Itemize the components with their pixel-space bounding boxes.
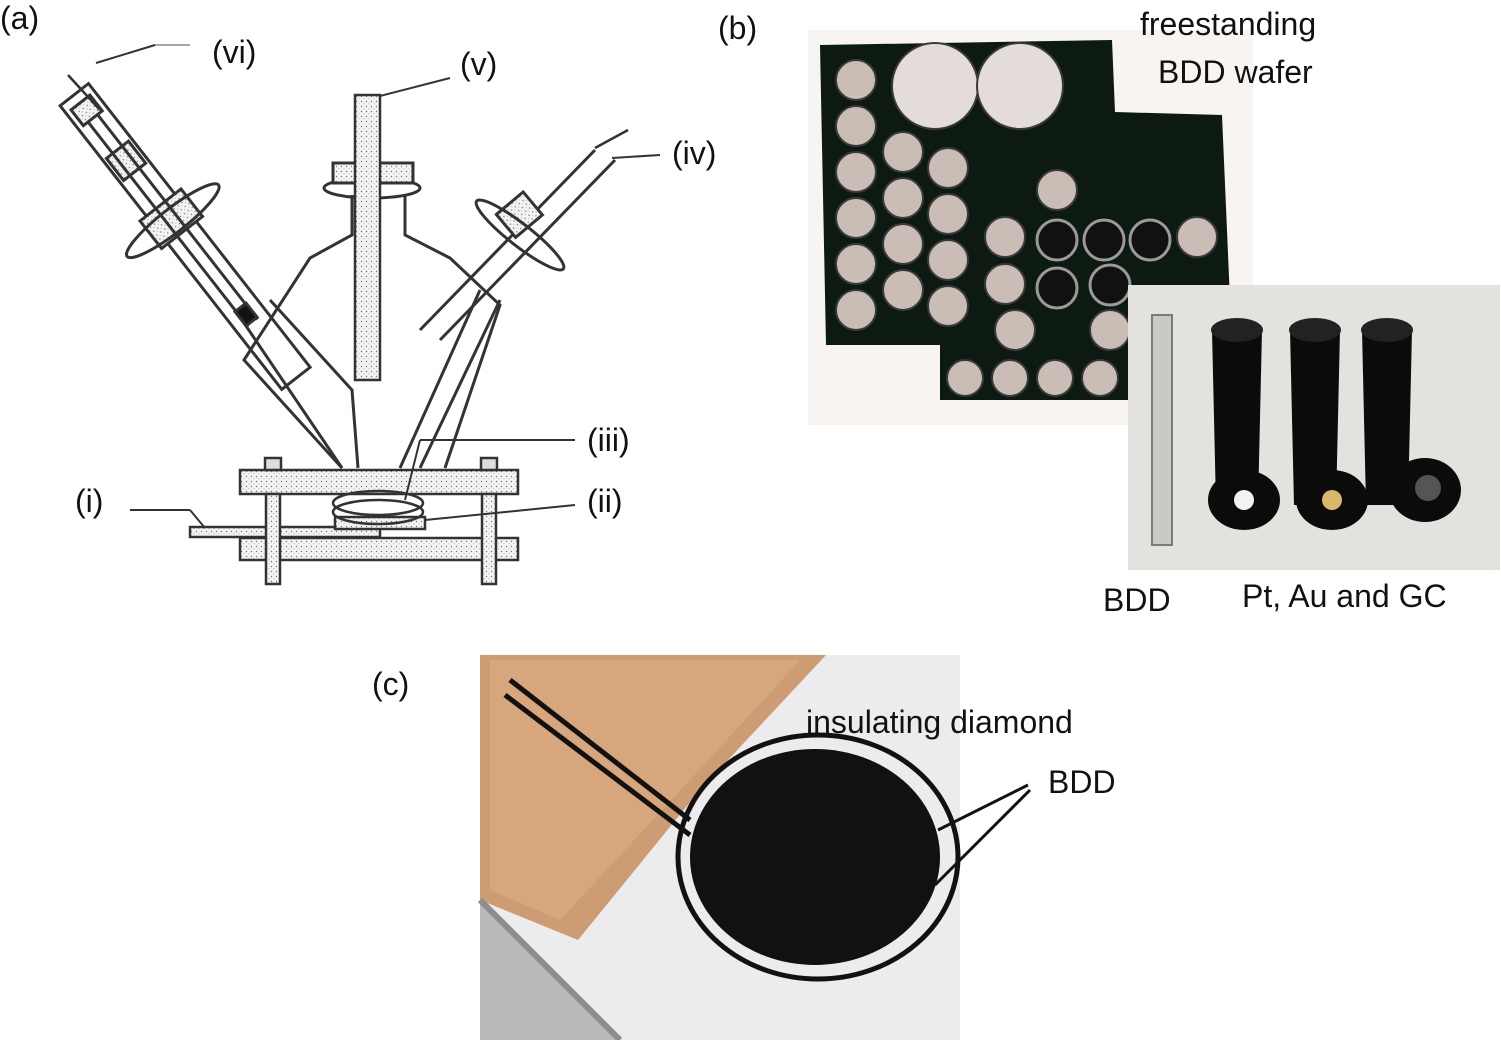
- callout-v: (v): [460, 46, 498, 82]
- callout-ii: (ii): [587, 483, 623, 519]
- callout-vi: (vi): [212, 34, 257, 70]
- bdd-capillary: [1151, 314, 1173, 546]
- bdd-track-line: [508, 678, 692, 822]
- bdd-callout-label: BDD: [1048, 764, 1116, 800]
- callout-iii: (iii): [587, 422, 630, 458]
- metal-electrodes-label: Pt, Au and GC: [1242, 578, 1447, 614]
- wafer-holes: [835, 42, 1218, 397]
- callout-i: (i): [75, 483, 104, 519]
- callout-iv: (iv): [672, 135, 717, 171]
- left-arm: [58, 81, 313, 392]
- bdd-electrode-label: BDD: [1103, 582, 1171, 618]
- center-arm: [242, 161, 502, 470]
- insulating-diamond-label: insulating diamond: [806, 704, 1073, 740]
- panel-b-tag: (b): [718, 10, 758, 46]
- bdd-wafer: [820, 40, 1230, 400]
- bdd-ring: [675, 732, 961, 982]
- wafer-caption-line1: freestanding: [1140, 6, 1317, 42]
- wafer-dark-holes: [1035, 218, 1172, 310]
- au-electrode: [1289, 318, 1368, 530]
- clamp-assembly: [188, 456, 520, 586]
- bdd-disc: [690, 749, 940, 965]
- panel-c-tag: (c): [372, 666, 410, 702]
- pt-electrode: [1208, 318, 1280, 530]
- reference-electrode-rod: [353, 93, 382, 382]
- gc-electrode: [1361, 318, 1461, 522]
- wafer-caption-line2: BDD wafer: [1158, 54, 1313, 90]
- panel-a-tag: (a): [0, 0, 40, 36]
